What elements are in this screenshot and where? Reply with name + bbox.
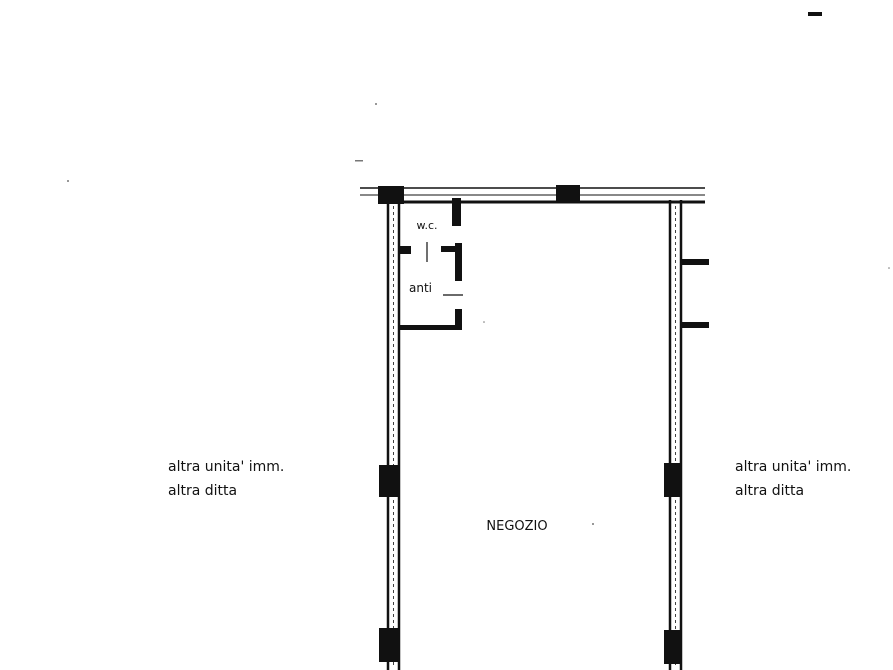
- right-neighbor-line1: altra unita' imm.: [735, 459, 851, 475]
- scan-specks: [67, 12, 890, 525]
- left-neighbor-line2: altra ditta: [168, 483, 237, 499]
- left-wall: [386, 204, 401, 670]
- right-stub-upper: [681, 259, 709, 265]
- bathroom-partitions: [399, 198, 462, 330]
- right-wall: [668, 200, 683, 670]
- right-neighbor-line2: altra ditta: [735, 483, 804, 499]
- right-wall-pillar-1: [664, 463, 681, 497]
- right-stub-lower: [681, 322, 709, 328]
- top-wall: [360, 187, 705, 204]
- top-wall-pillar-center: [556, 185, 580, 203]
- left-wall-pillar-2: [379, 628, 400, 662]
- left-neighbor-line1: altra unita' imm.: [168, 459, 284, 475]
- right-wall-pillar-2: [664, 630, 681, 664]
- wc-label: w.c.: [416, 219, 437, 232]
- anti-label: anti: [409, 281, 432, 295]
- shop-label: NEGOZIO: [486, 519, 547, 534]
- left-wall-pillar-1: [379, 465, 400, 497]
- top-wall-pillar-left: [378, 186, 404, 204]
